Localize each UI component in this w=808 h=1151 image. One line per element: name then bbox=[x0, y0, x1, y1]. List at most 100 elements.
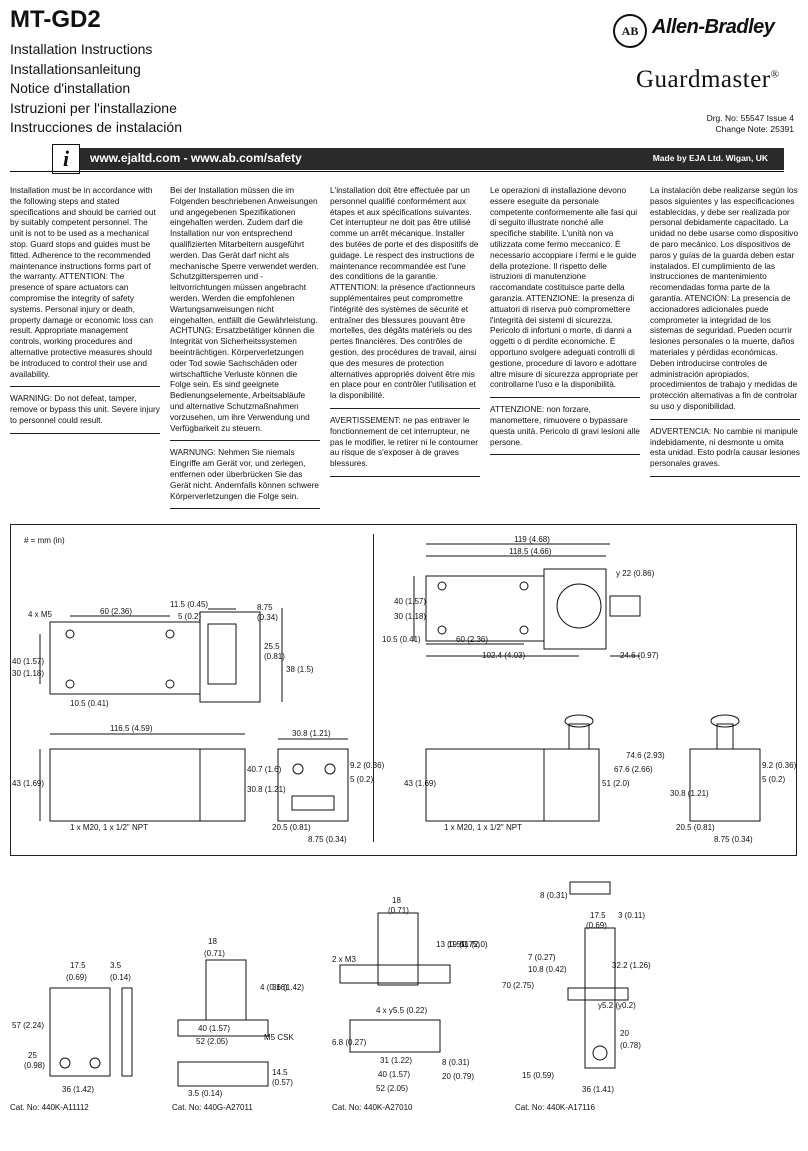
dim-label: 10.8 (0.42) bbox=[528, 965, 567, 974]
dim-label: 17.5 bbox=[590, 911, 606, 920]
dim-label: 8.75 bbox=[257, 603, 273, 612]
switch-body-top bbox=[49, 621, 201, 695]
dim-label: 5 (0.2) bbox=[350, 775, 373, 784]
dim-label: (0.14) bbox=[110, 973, 131, 982]
header-rule bbox=[10, 171, 784, 172]
dim-label: 30 (1.18) bbox=[12, 669, 44, 678]
dim-label: (0.81) bbox=[264, 652, 285, 661]
switch-head-side bbox=[199, 748, 246, 822]
dim-label: 38 (1.5) bbox=[286, 665, 314, 674]
unit-note: # = mm (in) bbox=[24, 536, 65, 545]
dim-label: 2 x M3 bbox=[332, 955, 357, 964]
mount-hole bbox=[519, 581, 529, 591]
mount-hole bbox=[165, 679, 175, 689]
sub-brand: Guardmaster® bbox=[636, 66, 779, 94]
switch-body-side bbox=[425, 748, 545, 822]
dim-label: 30.8 (1.21) bbox=[292, 729, 331, 738]
divider bbox=[330, 475, 480, 477]
dim-label: 70 (2.75) bbox=[502, 981, 534, 990]
dim-label: 8.75 (0.34) bbox=[714, 835, 753, 844]
warning-text: WARNUNG: Nehmen Sie niemals Eingriffe am… bbox=[170, 447, 319, 501]
knob-cap bbox=[710, 714, 740, 728]
dim-label: 31 (1.22) bbox=[380, 1056, 412, 1065]
divider bbox=[10, 386, 160, 388]
divider bbox=[650, 475, 800, 477]
warning-text: WARNING: Do not defeat, tamper, remove o… bbox=[10, 393, 160, 425]
dim-label: 20.5 (0.81) bbox=[676, 823, 715, 832]
divider bbox=[650, 418, 800, 420]
dim-label: 40 (1.57) bbox=[12, 657, 44, 666]
instructions-text: Installation must be in accordance with … bbox=[10, 185, 156, 379]
dim-label: 18 bbox=[392, 896, 401, 905]
divider bbox=[330, 407, 480, 409]
title-es: Instrucciones de instalación bbox=[10, 119, 182, 135]
dim-label: 4 (0.16) bbox=[260, 983, 288, 992]
dim-label: (0.69) bbox=[586, 921, 607, 930]
dim-label: 3 (0.11) bbox=[618, 911, 645, 920]
actuator-440K-A27010: 18 (0.71) 2 x M3 13 (0.51) 19 (0.75) 51 … bbox=[332, 896, 488, 1093]
dim-label: 119 (4.68) bbox=[514, 535, 550, 544]
dim-label: 40 (1.57) bbox=[394, 597, 426, 606]
switch-body-top bbox=[425, 575, 545, 642]
dim-label: 9.2 (0.36) bbox=[350, 761, 385, 770]
mount-hole bbox=[292, 763, 304, 775]
dim-label: 51 (2.0) bbox=[460, 940, 488, 949]
column-french: L'installation doit être effectuée par u… bbox=[330, 185, 480, 483]
switch-head-top bbox=[199, 611, 261, 703]
mount-hole bbox=[165, 629, 175, 639]
website-links[interactable]: www.ejaltd.com - www.ab.com/safety bbox=[90, 151, 302, 165]
dim-label: (0.78) bbox=[620, 1041, 641, 1050]
dim-label: 17.5 bbox=[70, 961, 86, 970]
switch-end-view bbox=[689, 748, 761, 822]
dim-label: M5 CSK bbox=[264, 1033, 294, 1042]
actuator-slot bbox=[207, 623, 237, 685]
instructions-text: La instalación debe realizarse según los… bbox=[650, 185, 799, 411]
dim-label: 5 (0.2) bbox=[762, 775, 785, 784]
dim-label: 57 (2.24) bbox=[12, 1021, 44, 1030]
dim-label: 67.6 (2.66) bbox=[614, 765, 653, 774]
instructions-text: Bei der Installation müssen die im Folge… bbox=[170, 185, 319, 433]
divider bbox=[170, 440, 320, 442]
instructions-text: L'installation doit être effectuée par u… bbox=[330, 185, 479, 401]
mount-hole bbox=[65, 629, 75, 639]
dim-label: 1 x M20, 1 x 1/2" NPT bbox=[70, 823, 148, 832]
column-spanish: La instalación debe realizarse según los… bbox=[650, 185, 800, 483]
drawing-info: Drg. No: 55547 Issue 4 Change Note: 2539… bbox=[707, 113, 794, 135]
dim-label: 5 (0.2) bbox=[178, 612, 201, 621]
dim-label: 10.5 (0.41) bbox=[382, 635, 421, 644]
dim-label: 4 x y5.5 (0.22) bbox=[376, 1006, 427, 1015]
warning-text: ADVERTENCIA: No cambie ni manipule indeb… bbox=[650, 425, 800, 469]
rotary-knob bbox=[556, 583, 602, 629]
dim-label: 60 (2.36) bbox=[100, 607, 132, 616]
dim-label: 4 x M5 bbox=[28, 610, 53, 619]
drawing-number: Drg. No: 55547 Issue 4 bbox=[706, 113, 794, 123]
dim-label: 52 (2.05) bbox=[196, 1037, 228, 1046]
change-note: Change Note: 25391 bbox=[715, 124, 794, 134]
dim-label: 40 (1.57) bbox=[198, 1024, 230, 1033]
actuator-440K-A17116: 8 (0.31) 17.5 (0.69) 3 (0.11) 70 (2.75) … bbox=[502, 881, 651, 1094]
title-en: Installation Instructions bbox=[10, 41, 153, 57]
dim-label: 102.4 (4.03) bbox=[482, 651, 525, 660]
divider bbox=[490, 454, 640, 456]
mount-hole bbox=[65, 679, 75, 689]
dimension-diagram-box bbox=[10, 524, 797, 856]
sub-brand-text: Guardmaster bbox=[636, 66, 771, 93]
divider bbox=[10, 432, 160, 434]
dim-label: 74.6 (2.93) bbox=[626, 751, 665, 760]
dim-label: 19 (0.75) bbox=[448, 940, 480, 949]
dim-label: 60 (2.36) bbox=[456, 635, 488, 644]
warning-text: AVERTISSEMENT: ne pas entraver le foncti… bbox=[330, 414, 479, 469]
switch-end-view bbox=[277, 748, 349, 822]
dim-label: 43 (1.69) bbox=[12, 779, 44, 788]
divider bbox=[490, 397, 640, 399]
dim-label: 10.5 (0.41) bbox=[70, 699, 109, 708]
title-de: Installationsanleitung bbox=[10, 60, 141, 77]
dim-label: 116.5 (4.59) bbox=[110, 724, 153, 733]
dim-label: 20.5 (0.81) bbox=[272, 823, 311, 832]
dim-label: 13 (0.51) bbox=[436, 940, 468, 949]
dim-label: 36 (1.42) bbox=[62, 1085, 94, 1094]
dim-label: 24.6 (0.97) bbox=[620, 651, 659, 660]
dim-label: 8 (0.31) bbox=[540, 891, 568, 900]
mount-hole bbox=[437, 581, 447, 591]
actuator-440K-A11112: 17.5 (0.69) 3.5 (0.14) 57 (2.24) 25 (0.9… bbox=[12, 961, 133, 1094]
